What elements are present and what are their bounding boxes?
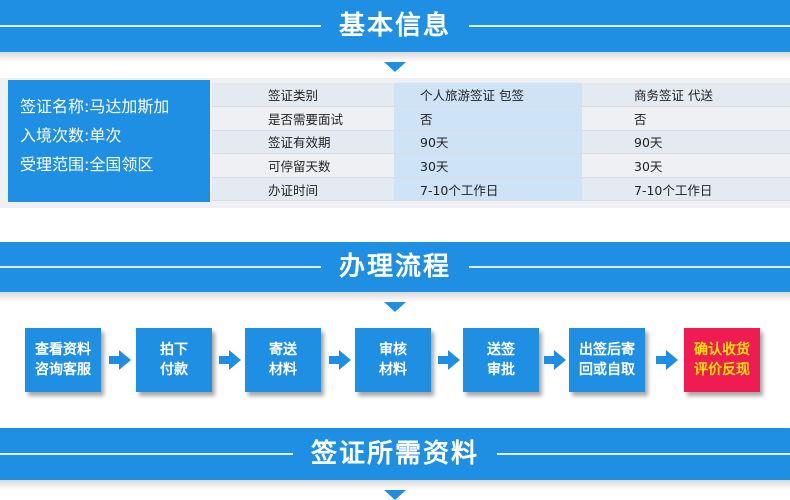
table-row: 是否需要面试 否 否 — [212, 106, 790, 131]
section-header-process: 办理流程 — [0, 242, 790, 292]
visa-summary: 签证名称:马达加斯加 入境次数:单次 受理范围:全国领区 — [8, 80, 210, 202]
table-row: 签证有效期 90天 90天 — [212, 130, 790, 155]
table-header-row: 签证类别 个人旅游签证 包签 商务签证 代送 — [212, 83, 790, 108]
step-issue-return: 出签后寄回或自取 — [569, 328, 645, 392]
visa-name: 签证名称:马达加斯加 — [20, 97, 170, 116]
step-submit-approval: 送签审批 — [463, 328, 539, 392]
visa-entries: 入境次数:单次 — [20, 126, 122, 145]
step-send-materials: 寄送材料 — [245, 328, 321, 392]
step-pay: 拍下付款 — [136, 328, 212, 392]
visa-info-table: 签证类别 个人旅游签证 包签 商务签证 代送 是否需要面试 否 否 签证有效期 … — [212, 83, 790, 202]
table-row: 办证时间 7-10个工作日 7-10个工作日 — [212, 177, 790, 202]
table-row: 可停留天数 30天 30天 — [212, 153, 790, 178]
section-title-materials: 签证所需资料 — [292, 437, 498, 471]
visa-scope: 受理范围:全国领区 — [20, 155, 154, 174]
section-title-process: 办理流程 — [320, 250, 470, 284]
section-header-basic-info: 基本信息 — [0, 0, 790, 52]
section-title-basic-info: 基本信息 — [320, 9, 470, 43]
step-confirm-receipt: 确认收货评价反现 — [684, 328, 760, 392]
step-view-materials: 查看资料咨询客服 — [25, 328, 101, 392]
section-header-materials: 签证所需资料 — [0, 428, 790, 480]
step-review-materials: 审核材料 — [355, 328, 431, 392]
